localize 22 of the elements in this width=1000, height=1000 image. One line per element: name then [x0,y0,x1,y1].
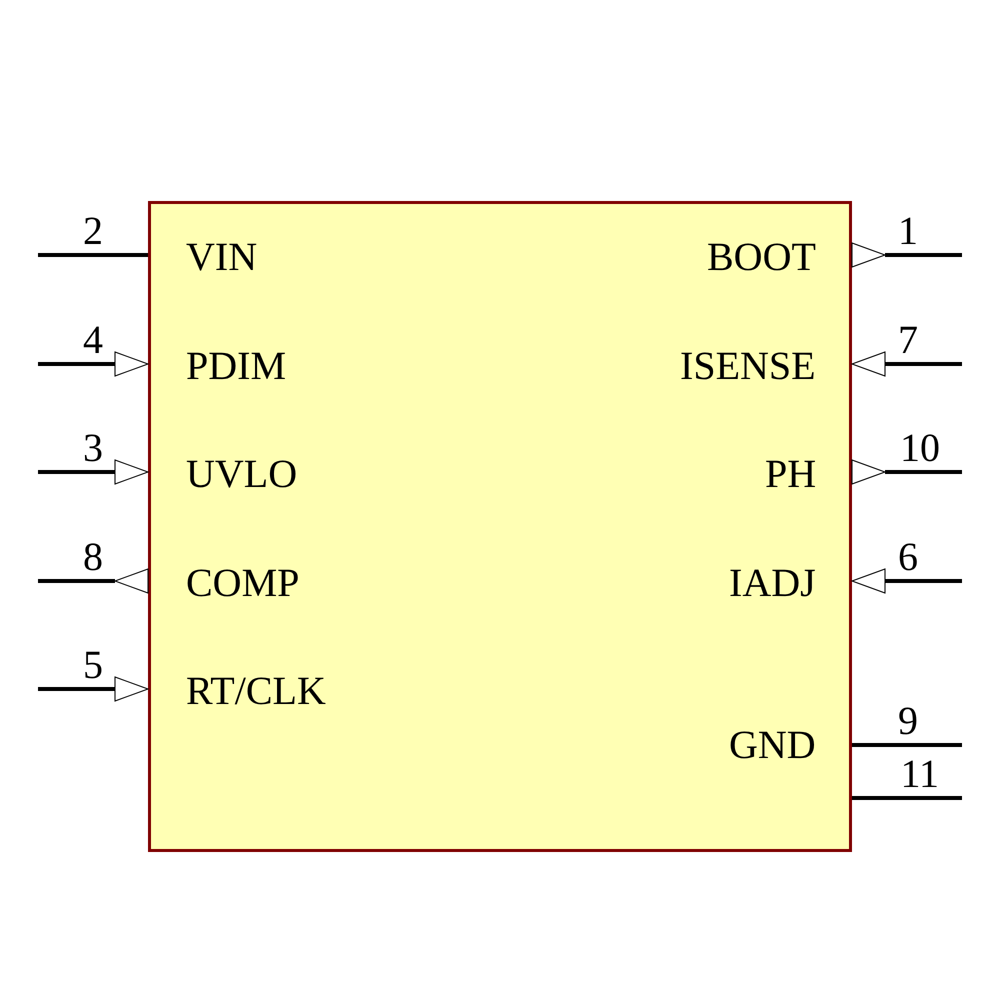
pin-name: GND [729,722,816,768]
pin-number: 4 [83,317,103,363]
pin-number: 5 [83,642,103,688]
pin-number: 11 [900,751,940,797]
pin-name: BOOT [707,234,816,280]
pin-name: VIN [186,234,258,280]
pin-number: 9 [898,698,918,744]
pin-name: UVLO [186,451,298,497]
pin-name: RT/CLK [186,668,326,714]
pin-number: 10 [900,425,940,471]
pin-number: 1 [898,208,918,254]
pin-name: ISENSE [680,343,816,389]
pin-number: 6 [898,534,918,580]
pin-number: 2 [83,208,103,254]
pin-name: IADJ [729,560,816,606]
pin-name: COMP [186,560,300,606]
pin-name: PDIM [186,343,286,389]
chip-body [148,201,852,852]
pin-number: 8 [83,534,103,580]
pin-name: PH [765,451,816,497]
pin-number: 3 [83,425,103,471]
pin-number: 7 [898,317,918,363]
